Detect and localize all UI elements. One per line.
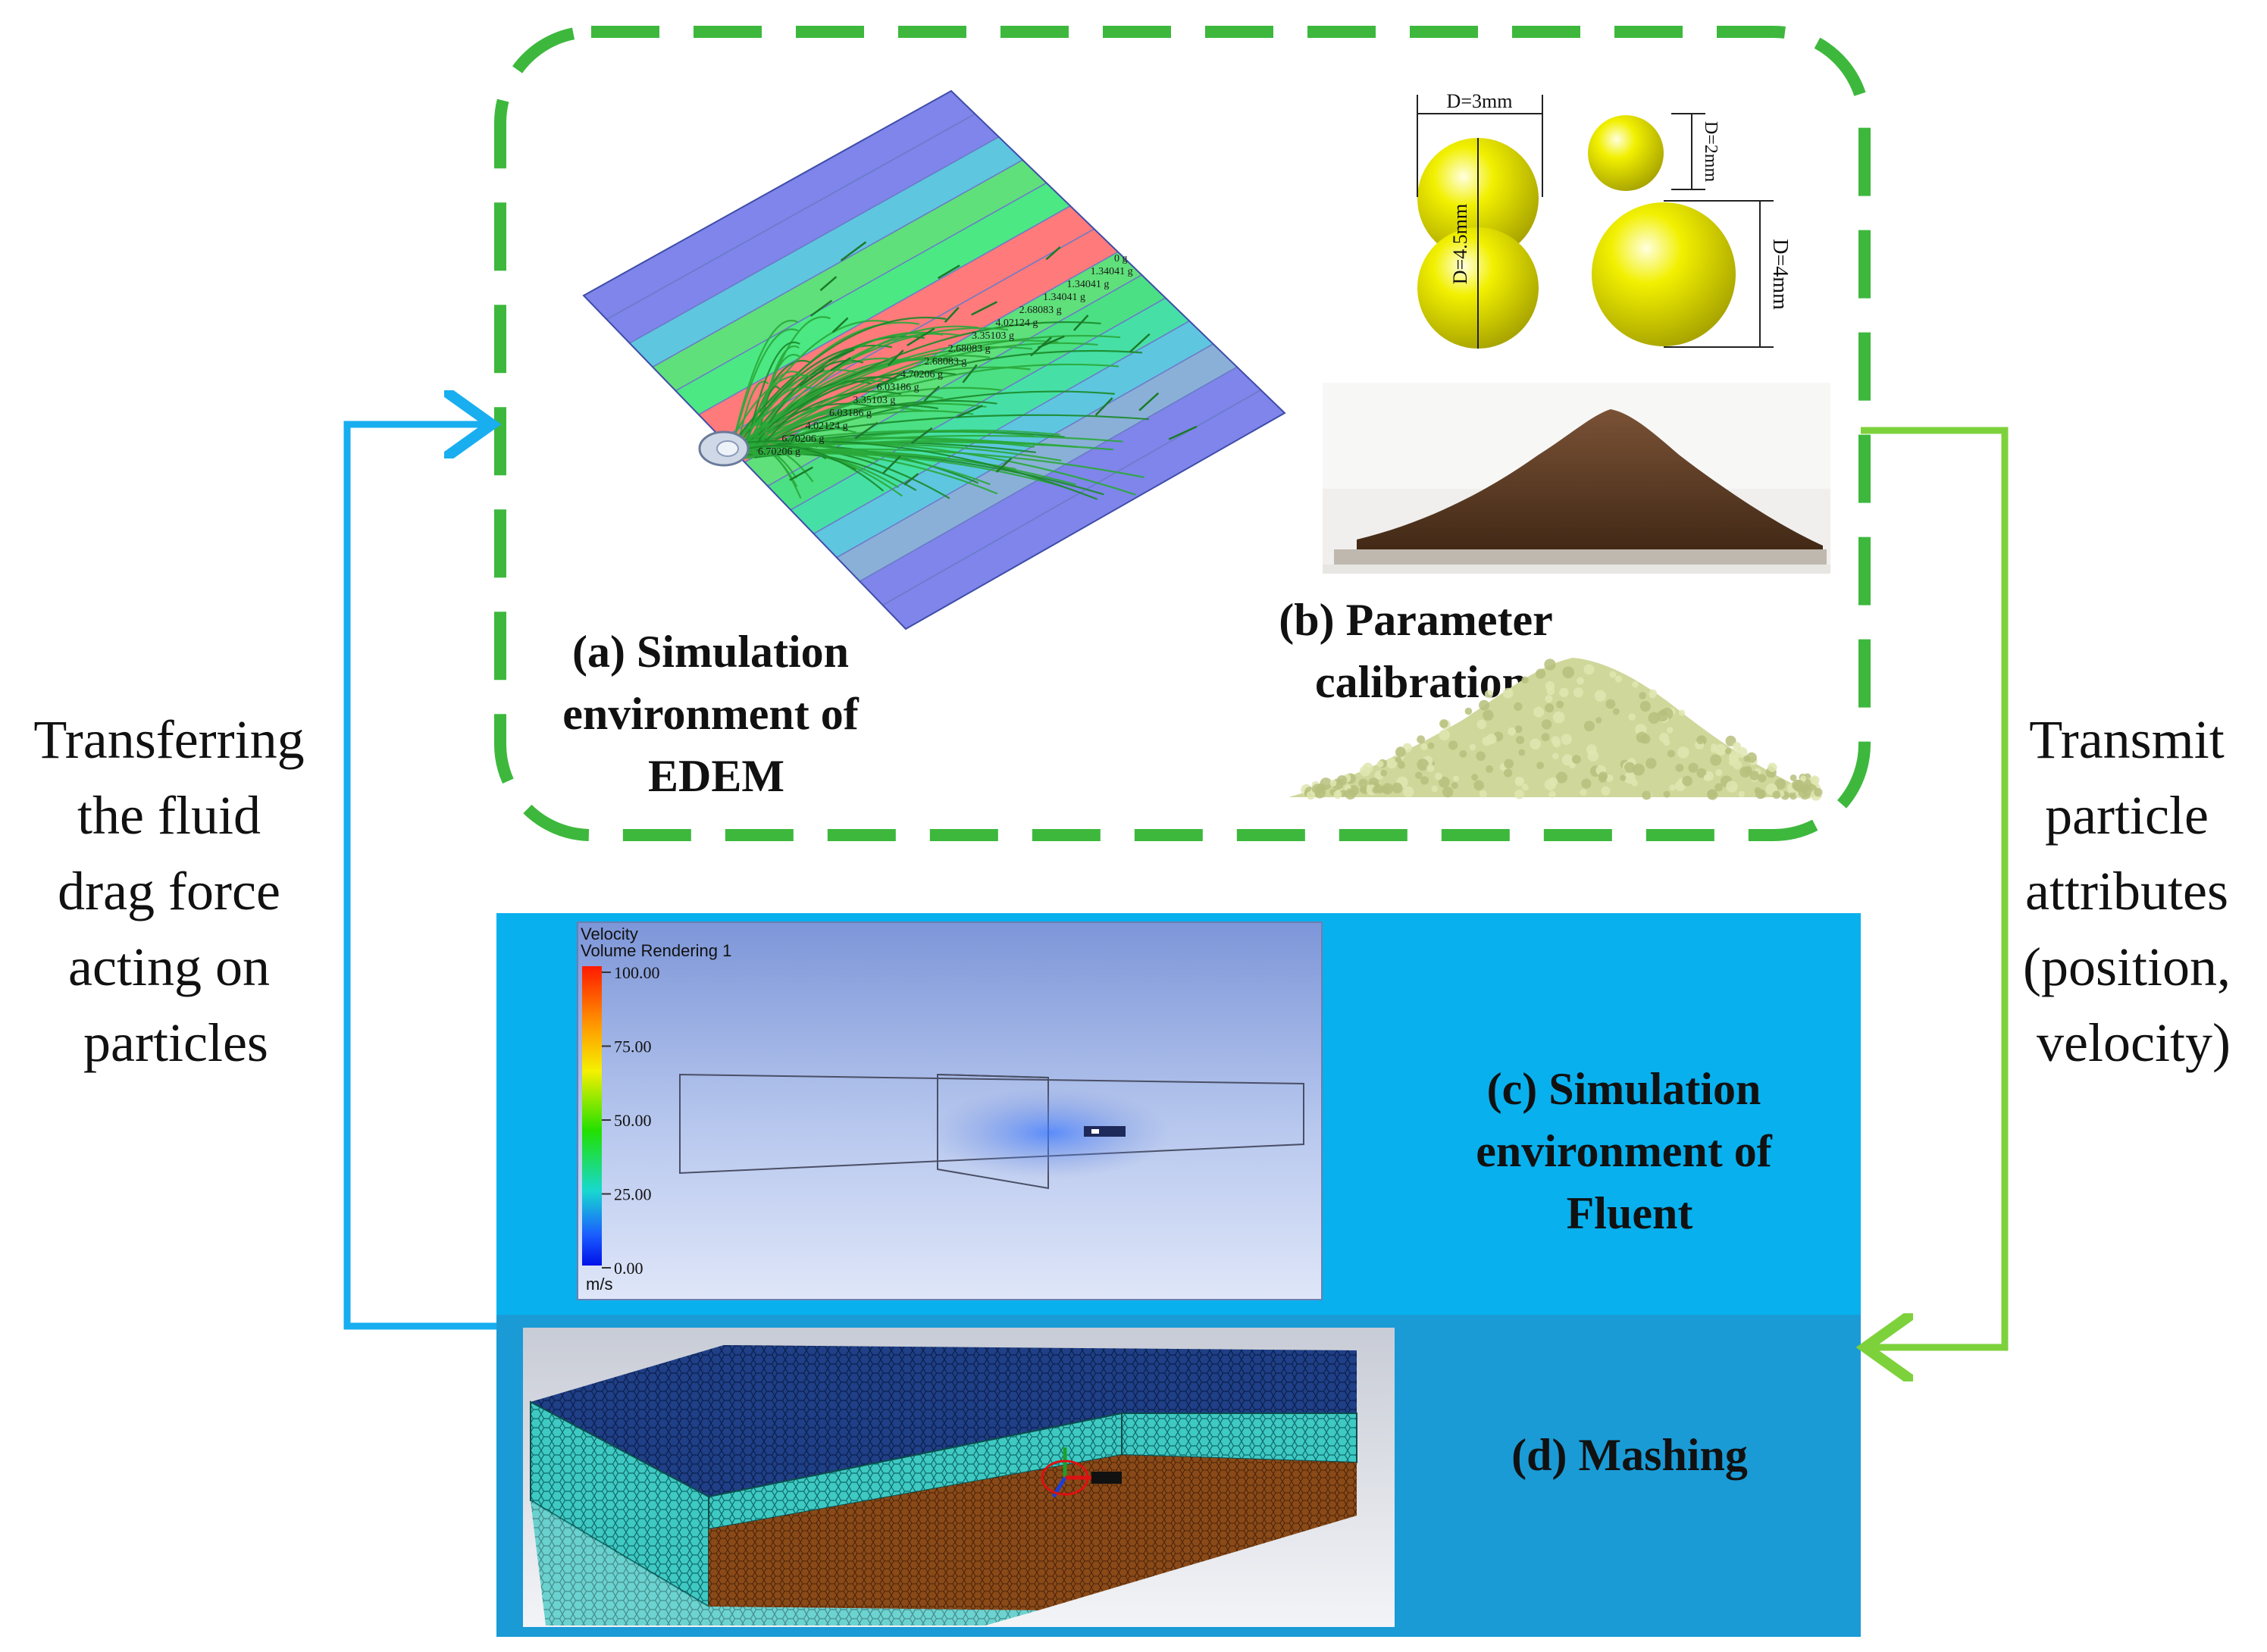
mesh-model (530, 1345, 1357, 1625)
particle-trajectories (727, 241, 1198, 500)
simulated-particle-pile (1288, 658, 1823, 801)
legend-tick-label: 100.00 (614, 963, 660, 982)
legend-subtitle: Volume Rendering 1 (581, 941, 731, 960)
mass-label: 3.35103 g (853, 395, 895, 406)
small-sphere (1588, 115, 1664, 191)
mass-label: 2.68083 g (1019, 305, 1062, 316)
mass-label: 1.34041 g (1091, 266, 1133, 277)
mass-label: 6.70206 g (781, 433, 824, 445)
mass-labels: 0 g1.34041 g1.34041 g1.34041 g2.68083 g4… (758, 253, 1133, 458)
panel-a-label: (a) Simulation environment of EDEM (562, 627, 870, 801)
mass-label: 1.34041 g (1066, 279, 1109, 290)
legend-title: Velocity (581, 925, 638, 943)
mass-label: 0 g (1114, 253, 1128, 264)
left-arrow-text: Transferring the fluid drag force acting… (33, 709, 318, 1073)
particle-shapes: D=3mm D=4.5mm D=2mm D=4mm (1417, 90, 1792, 349)
mass-label: 6.03186 g (877, 382, 919, 393)
panel-c-label: (c) Simulation environment of Fluent (1476, 1064, 1783, 1238)
mass-label: 6.70206 g (758, 446, 800, 458)
large-sphere (1592, 202, 1736, 346)
velocity-plume (928, 1087, 1171, 1178)
dim-d3: D=3mm (1447, 90, 1513, 112)
soil-pile-photo (1323, 383, 1830, 574)
edem-scene: 0 g1.34041 g1.34041 g1.34041 g2.68083 g4… (582, 89, 1286, 630)
right-arrow-text: Transmit particle attributes (position, … (2023, 709, 2244, 1073)
mass-label: 4.70206 g (900, 369, 943, 380)
dim-d4: D=4mm (1768, 239, 1792, 310)
dim-d45: D=4.5mm (1449, 204, 1471, 284)
legend-tick-label: 75.00 (614, 1037, 652, 1056)
probe (1084, 1126, 1126, 1137)
panel-b-label: (b) Parameter calibration (1279, 595, 1563, 707)
mass-label: 4.02124 g (995, 318, 1038, 329)
dim-d2: D=2mm (1701, 121, 1721, 183)
mass-label: 2.68083 g (924, 356, 966, 368)
mass-label: 3.35103 g (972, 330, 1014, 342)
velocity-legend-bar (582, 966, 602, 1266)
mass-label: 1.34041 g (1043, 292, 1085, 303)
mass-label: 2.68083 g (948, 343, 991, 355)
panel-d-label: (d) Mashing (1511, 1430, 1748, 1480)
legend-tick-label: 50.00 (614, 1111, 652, 1130)
particle-attributes-arrow (1861, 427, 2009, 1347)
drag-force-arrow (343, 424, 496, 1330)
mass-label: 4.02124 g (806, 421, 848, 432)
mass-label: 6.03186 g (829, 408, 872, 419)
legend-unit: m/s (586, 1275, 612, 1294)
legend-tick-label: 25.00 (614, 1185, 652, 1204)
legend-ticks: 100.00 75.00 50.00 25.00 0.00 (602, 963, 660, 1278)
legend-tick-label: 0.00 (614, 1259, 643, 1278)
